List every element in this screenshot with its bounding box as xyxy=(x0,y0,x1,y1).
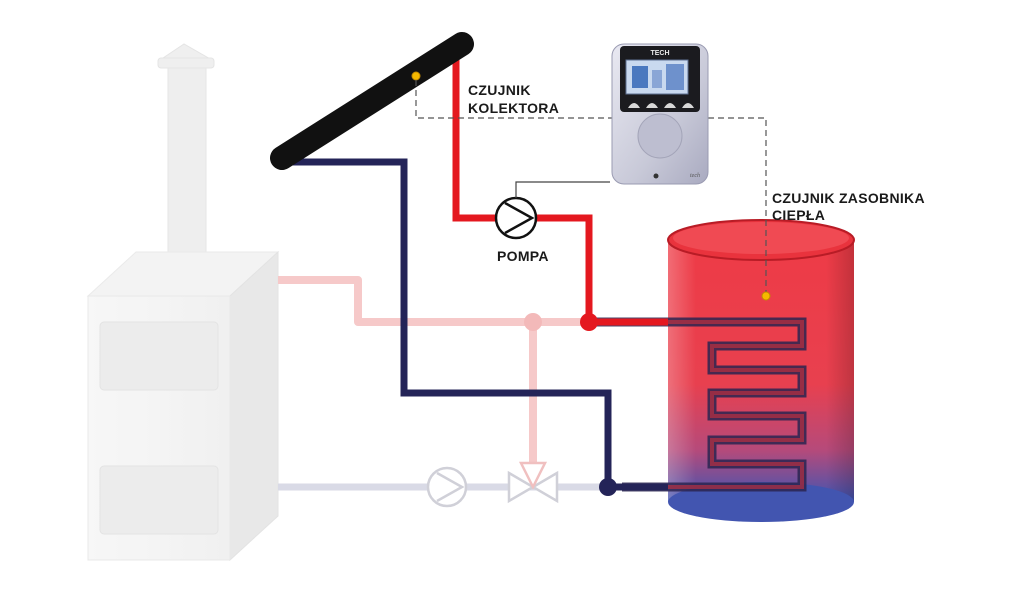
boiler-side xyxy=(229,250,279,562)
chimney xyxy=(167,67,207,275)
faded-valve-icon xyxy=(507,461,559,504)
solar-collector xyxy=(270,32,474,170)
svg-text:tech: tech xyxy=(690,173,700,179)
tank-sensor-label-line2: CIEPŁA xyxy=(772,207,826,223)
pump-label: POMPA xyxy=(497,248,549,264)
boiler xyxy=(86,43,280,562)
chimney-cap-rim xyxy=(157,57,215,69)
boiler-lower-door xyxy=(99,465,219,535)
cold-junction xyxy=(599,478,617,496)
sensor-wires xyxy=(415,80,771,301)
collector-sensor-label: CZUJNIK xyxy=(468,82,531,98)
collector-sensor-label-line2: KOLEKTORA xyxy=(468,100,560,116)
collector-sensor-wire xyxy=(415,80,767,294)
solar-circuit xyxy=(292,52,668,496)
controller-brand: TECH xyxy=(650,50,669,57)
collector-panel xyxy=(270,32,474,170)
pump-icon xyxy=(494,196,538,240)
boiler-upper-door xyxy=(99,321,219,391)
pump-control-wire xyxy=(515,181,610,198)
tank-sensor-label: CZUJNIK ZASOBNIKA xyxy=(772,190,925,206)
faded-hot-pipe xyxy=(278,276,590,326)
collector-sensor-dot xyxy=(411,71,421,81)
controller-buttons xyxy=(628,103,694,108)
hot-flow-pipe xyxy=(452,52,668,326)
faded-pump-icon xyxy=(426,466,468,508)
tank-bottom xyxy=(668,482,854,522)
faded-junction xyxy=(524,313,542,331)
controller: TECH tech xyxy=(611,43,709,185)
tank-sensor-dot xyxy=(761,291,771,301)
controller-dial xyxy=(637,113,683,159)
hot-junction xyxy=(580,313,598,331)
cold-return-pipe xyxy=(292,158,668,491)
hot-water-tank xyxy=(592,219,855,522)
